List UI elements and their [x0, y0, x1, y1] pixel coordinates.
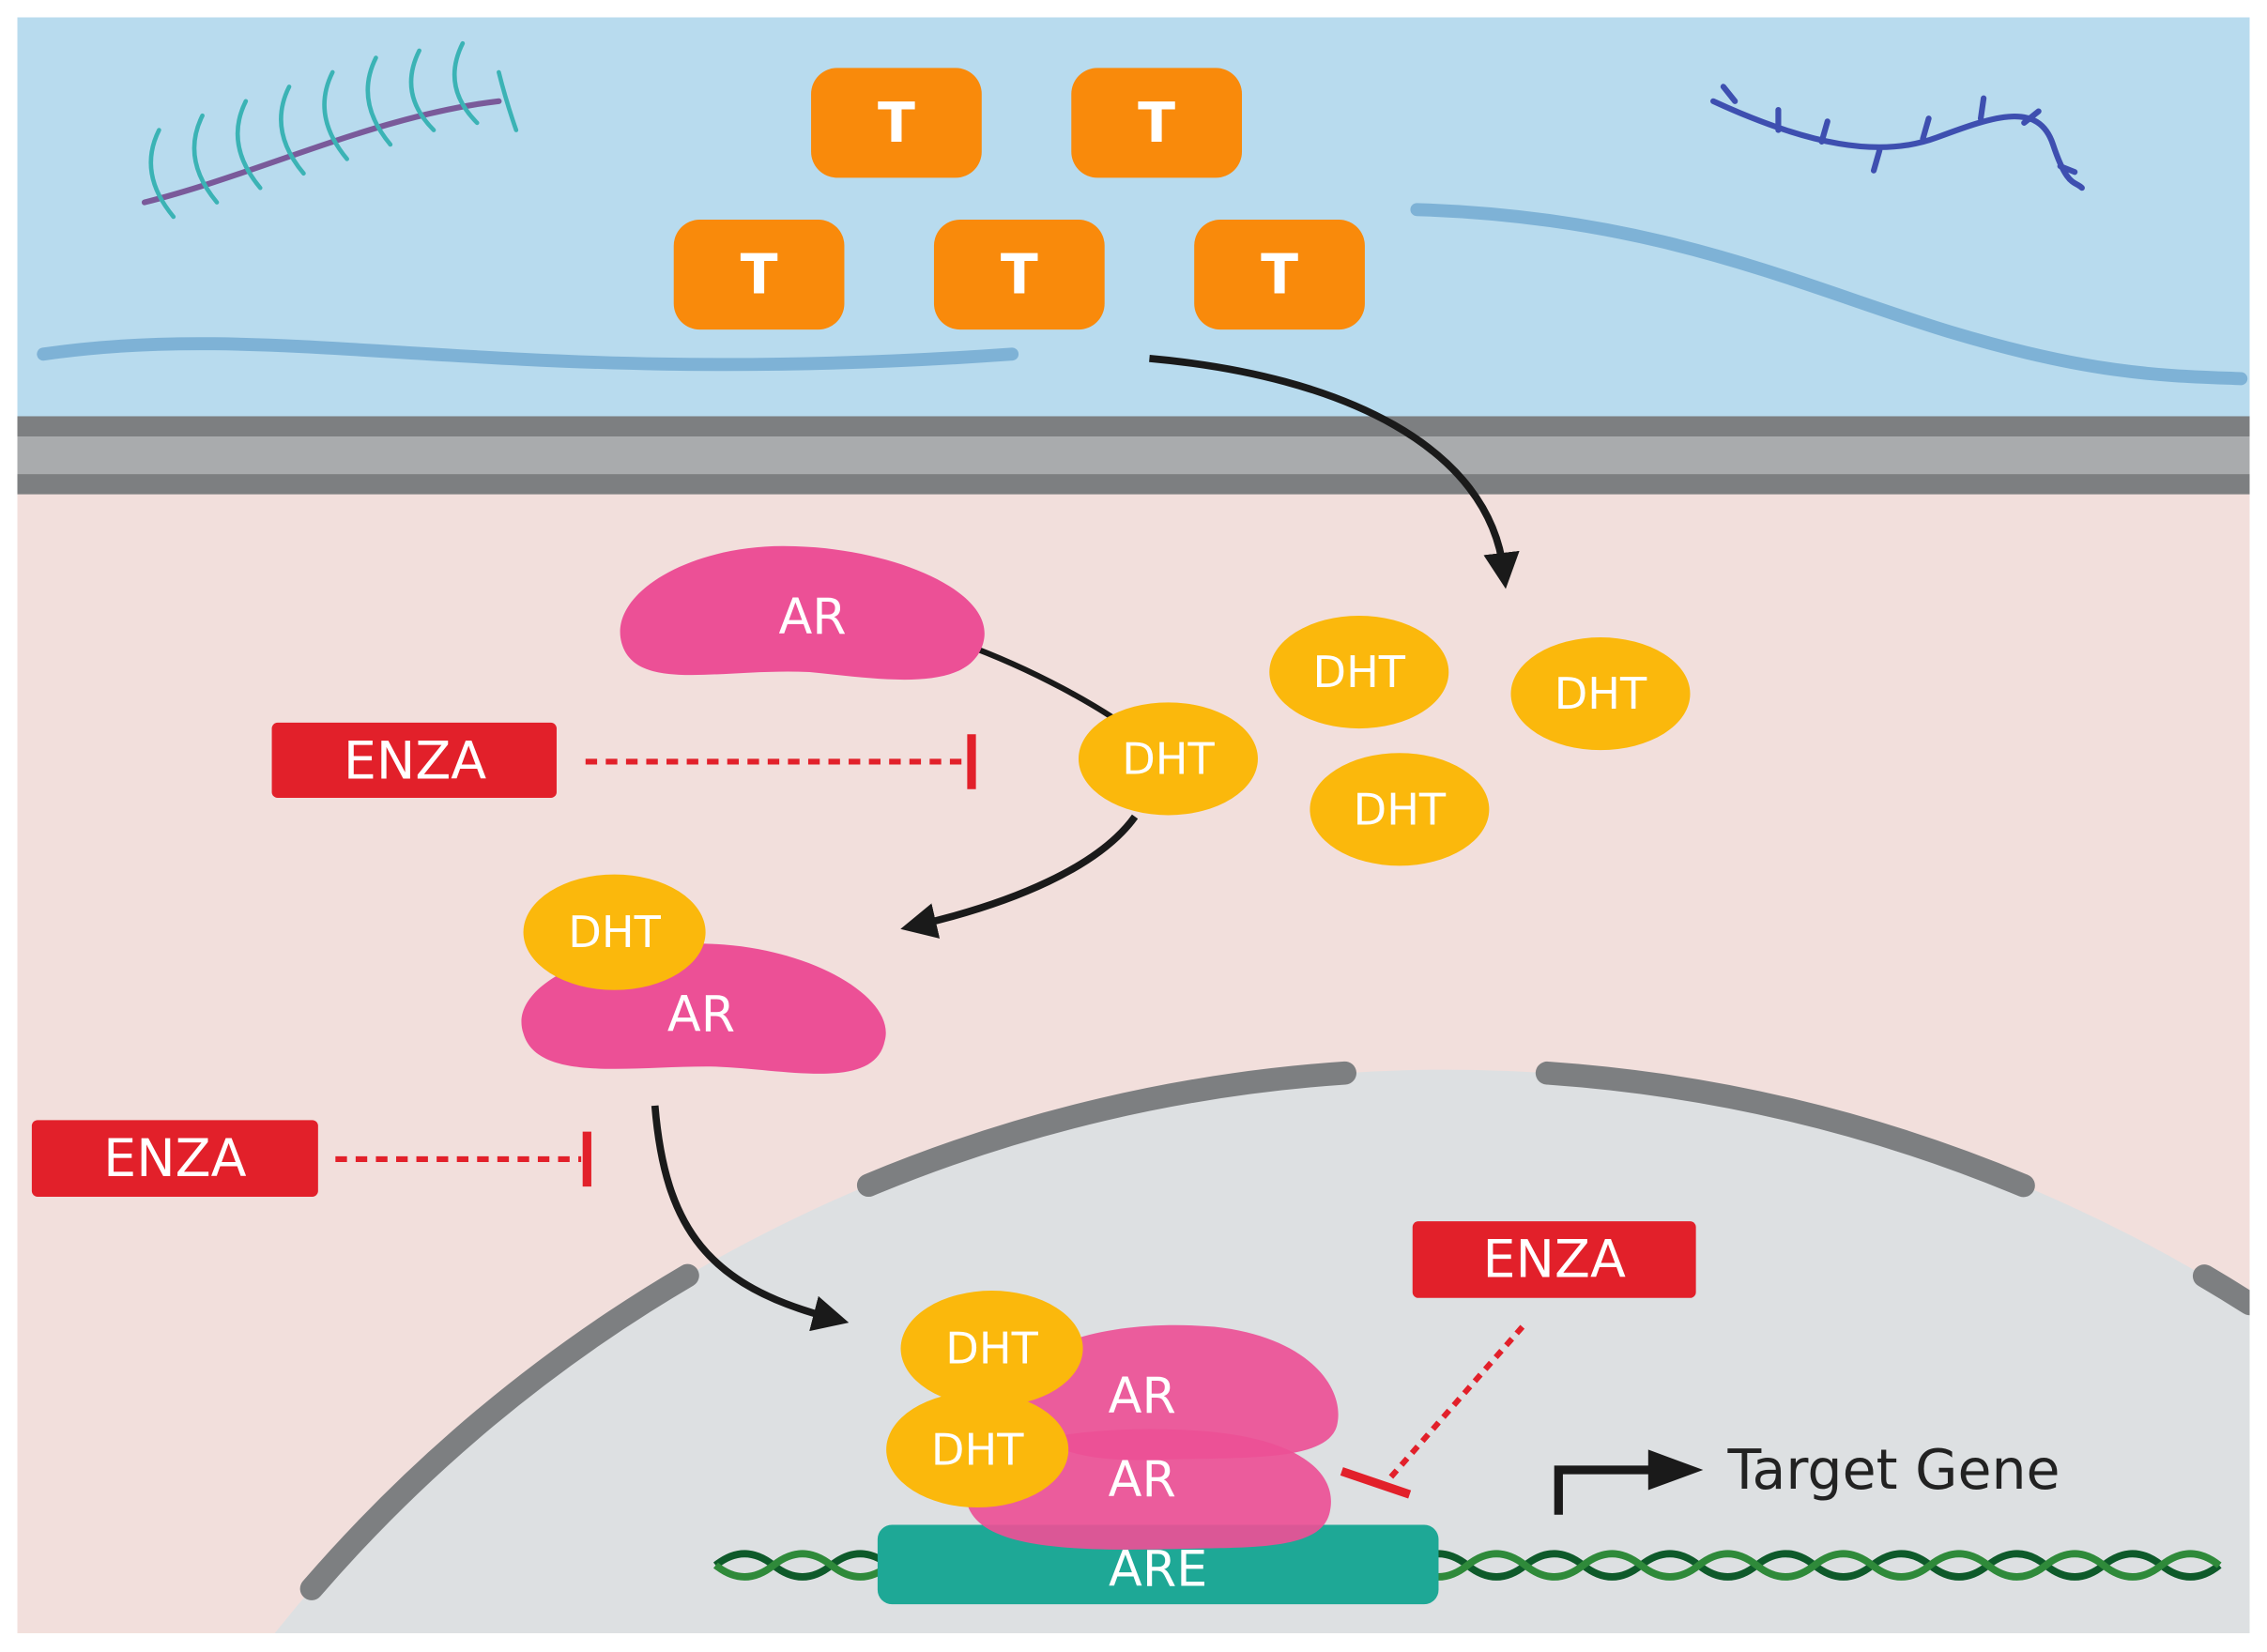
svg-text:T: T	[1261, 243, 1298, 307]
svg-text:ENZA: ENZA	[103, 1129, 246, 1189]
collagen-fiber-icon	[37, 40, 2248, 386]
svg-text:ENZA: ENZA	[344, 731, 486, 791]
testosterone-molecule: T	[1071, 68, 1243, 178]
binding-arrow	[900, 814, 1139, 939]
testosterone-molecule: T	[673, 220, 845, 330]
proteoglycan-icon	[1710, 84, 2085, 191]
svg-text:T: T	[1138, 91, 1175, 155]
svg-text:DHT: DHT	[568, 907, 661, 957]
testosterone-group: T T T T T	[673, 68, 1365, 330]
enza-inhibitor: ENZA	[31, 1120, 591, 1197]
cell-membrane	[17, 416, 2250, 495]
svg-text:ENZA: ENZA	[1483, 1231, 1626, 1291]
svg-text:AR: AR	[778, 589, 846, 646]
enza-inhibitor: ENZA	[271, 722, 976, 798]
svg-text:DHT: DHT	[1354, 784, 1447, 834]
svg-text:DHT: DHT	[931, 1424, 1024, 1475]
androgen-receptor: AR	[620, 545, 985, 681]
svg-text:AR: AR	[1109, 1368, 1176, 1425]
nuclear-translocation-arrow	[651, 1105, 850, 1332]
testosterone-molecule: T	[1194, 220, 1365, 330]
dht-ar-complex: AR DHT	[521, 874, 886, 1074]
svg-text:T: T	[1001, 243, 1038, 307]
dht-molecule: DHT	[1078, 702, 1258, 816]
dht-molecule: DHT	[1510, 637, 1691, 751]
svg-text:T: T	[741, 243, 778, 307]
svg-text:DHT: DHT	[945, 1323, 1038, 1374]
conversion-arrow	[1149, 355, 1520, 589]
dht-molecule: DHT	[1269, 615, 1449, 729]
transcription-start-arrow	[1554, 1449, 1704, 1515]
svg-text:DHT: DHT	[1313, 647, 1406, 697]
target-gene-label: Target Gene	[1727, 1438, 2060, 1502]
svg-text:DHT: DHT	[1122, 733, 1215, 784]
svg-text:AR: AR	[1109, 1451, 1176, 1508]
dht-molecule: DHT	[1310, 753, 1490, 866]
testosterone-molecule: T	[811, 68, 982, 178]
are-label: ARE	[1109, 1541, 1207, 1598]
svg-text:T: T	[878, 91, 915, 155]
svg-text:DHT: DHT	[1555, 668, 1647, 719]
svg-text:AR: AR	[667, 986, 735, 1043]
ar-dimer-complex: AR AR DHT DHT	[886, 1291, 1339, 1550]
nuclear-envelope	[263, 1058, 2250, 1633]
are-binding-site	[877, 1524, 1439, 1605]
enza-inhibitor: ENZA	[1340, 1221, 1696, 1499]
testosterone-molecule: T	[933, 220, 1105, 330]
